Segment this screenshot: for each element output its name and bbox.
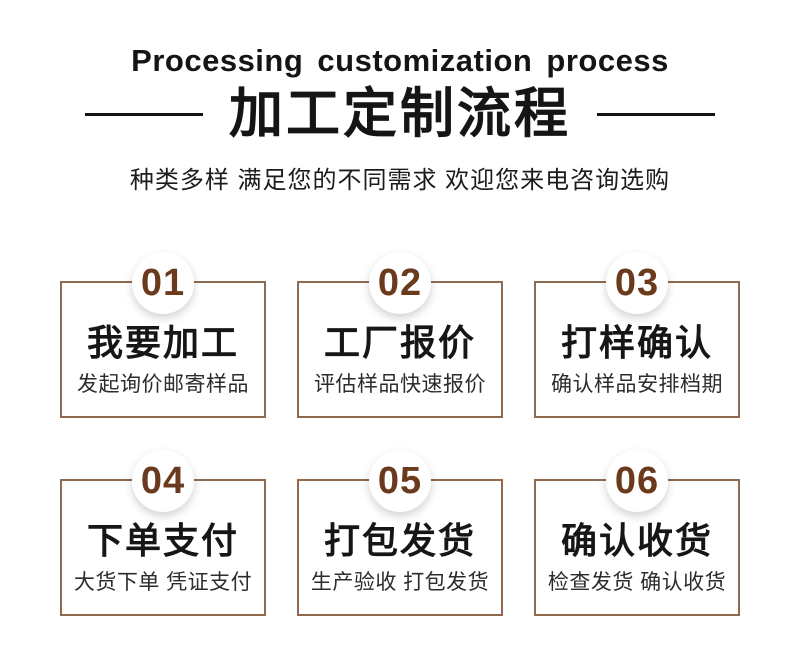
step-number: 01: [140, 261, 186, 304]
steps-grid: 01 我要加工 发起询价邮寄样品 02 工厂报价 评估样品快速报价 03 打样确…: [0, 252, 800, 616]
section-subtitle: 种类多样 满足您的不同需求 欢迎您来电咨询选购: [129, 167, 671, 194]
step-number: 06: [614, 459, 660, 502]
step-card-3: 03 打样确认 确认样品安排档期: [534, 252, 740, 418]
step-title: 打样确认: [560, 322, 713, 363]
step-card-6: 06 确认收货 检查发货 确认收货: [534, 450, 740, 616]
step-number-badge: 03: [606, 252, 668, 314]
step-title: 我要加工: [86, 322, 239, 363]
step-number-badge: 05: [369, 450, 431, 512]
step-title: 打包发货: [323, 520, 476, 561]
step-title: 下单支付: [86, 520, 239, 561]
step-desc: 评估样品快速报价: [314, 373, 486, 396]
section-title-english: Processing customization process: [131, 43, 669, 78]
step-number-badge: 02: [369, 252, 431, 314]
step-desc: 生产验收 打包发货: [310, 571, 490, 594]
section-title-chinese: 加工定制流程: [229, 84, 571, 144]
step-desc: 确认样品安排档期: [551, 373, 723, 396]
step-card-2: 02 工厂报价 评估样品快速报价: [297, 252, 503, 418]
section-header: Processing customization process 加工定制流程 …: [0, 0, 800, 195]
step-card-1: 01 我要加工 发起询价邮寄样品: [60, 252, 266, 418]
step-desc: 发起询价邮寄样品: [77, 373, 249, 396]
step-card-4: 04 下单支付 大货下单 凭证支付: [60, 450, 266, 616]
step-desc: 大货下单 凭证支付: [73, 571, 253, 594]
step-desc: 检查发货 确认收货: [547, 571, 727, 594]
section-title-row: 加工定制流程: [0, 84, 800, 144]
step-card-5: 05 打包发货 生产验收 打包发货: [297, 450, 503, 616]
step-title: 工厂报价: [323, 322, 476, 363]
title-rule-right: [597, 112, 715, 116]
step-number: 04: [140, 459, 186, 502]
step-title: 确认收货: [560, 520, 713, 561]
step-number-badge: 04: [132, 450, 194, 512]
title-rule-left: [85, 112, 203, 116]
step-number: 03: [614, 261, 660, 304]
step-number: 05: [377, 459, 423, 502]
step-number-badge: 06: [606, 450, 668, 512]
step-number: 02: [377, 261, 423, 304]
step-number-badge: 01: [132, 252, 194, 314]
